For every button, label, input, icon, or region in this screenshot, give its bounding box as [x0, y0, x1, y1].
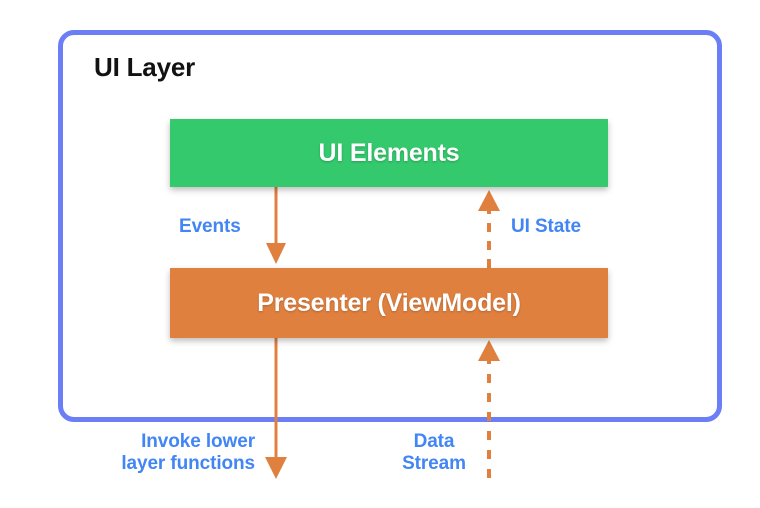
ui-layer-frame — [58, 30, 722, 422]
node-presenter-label: Presenter (ViewModel) — [257, 288, 521, 317]
node-ui-elements[interactable]: UI Elements — [170, 119, 608, 187]
edge-label-ui-state: UI State — [511, 216, 581, 237]
edge-label-events: Events — [179, 216, 241, 237]
edge-label-data-stream: Data Stream — [402, 431, 466, 475]
node-ui-elements-label: UI Elements — [318, 138, 460, 167]
ui-layer-title: UI Layer — [94, 52, 196, 82]
edge-label-invoke-lower-layer: Invoke lower layer functions — [121, 431, 255, 475]
node-presenter[interactable]: Presenter (ViewModel) — [170, 268, 608, 338]
